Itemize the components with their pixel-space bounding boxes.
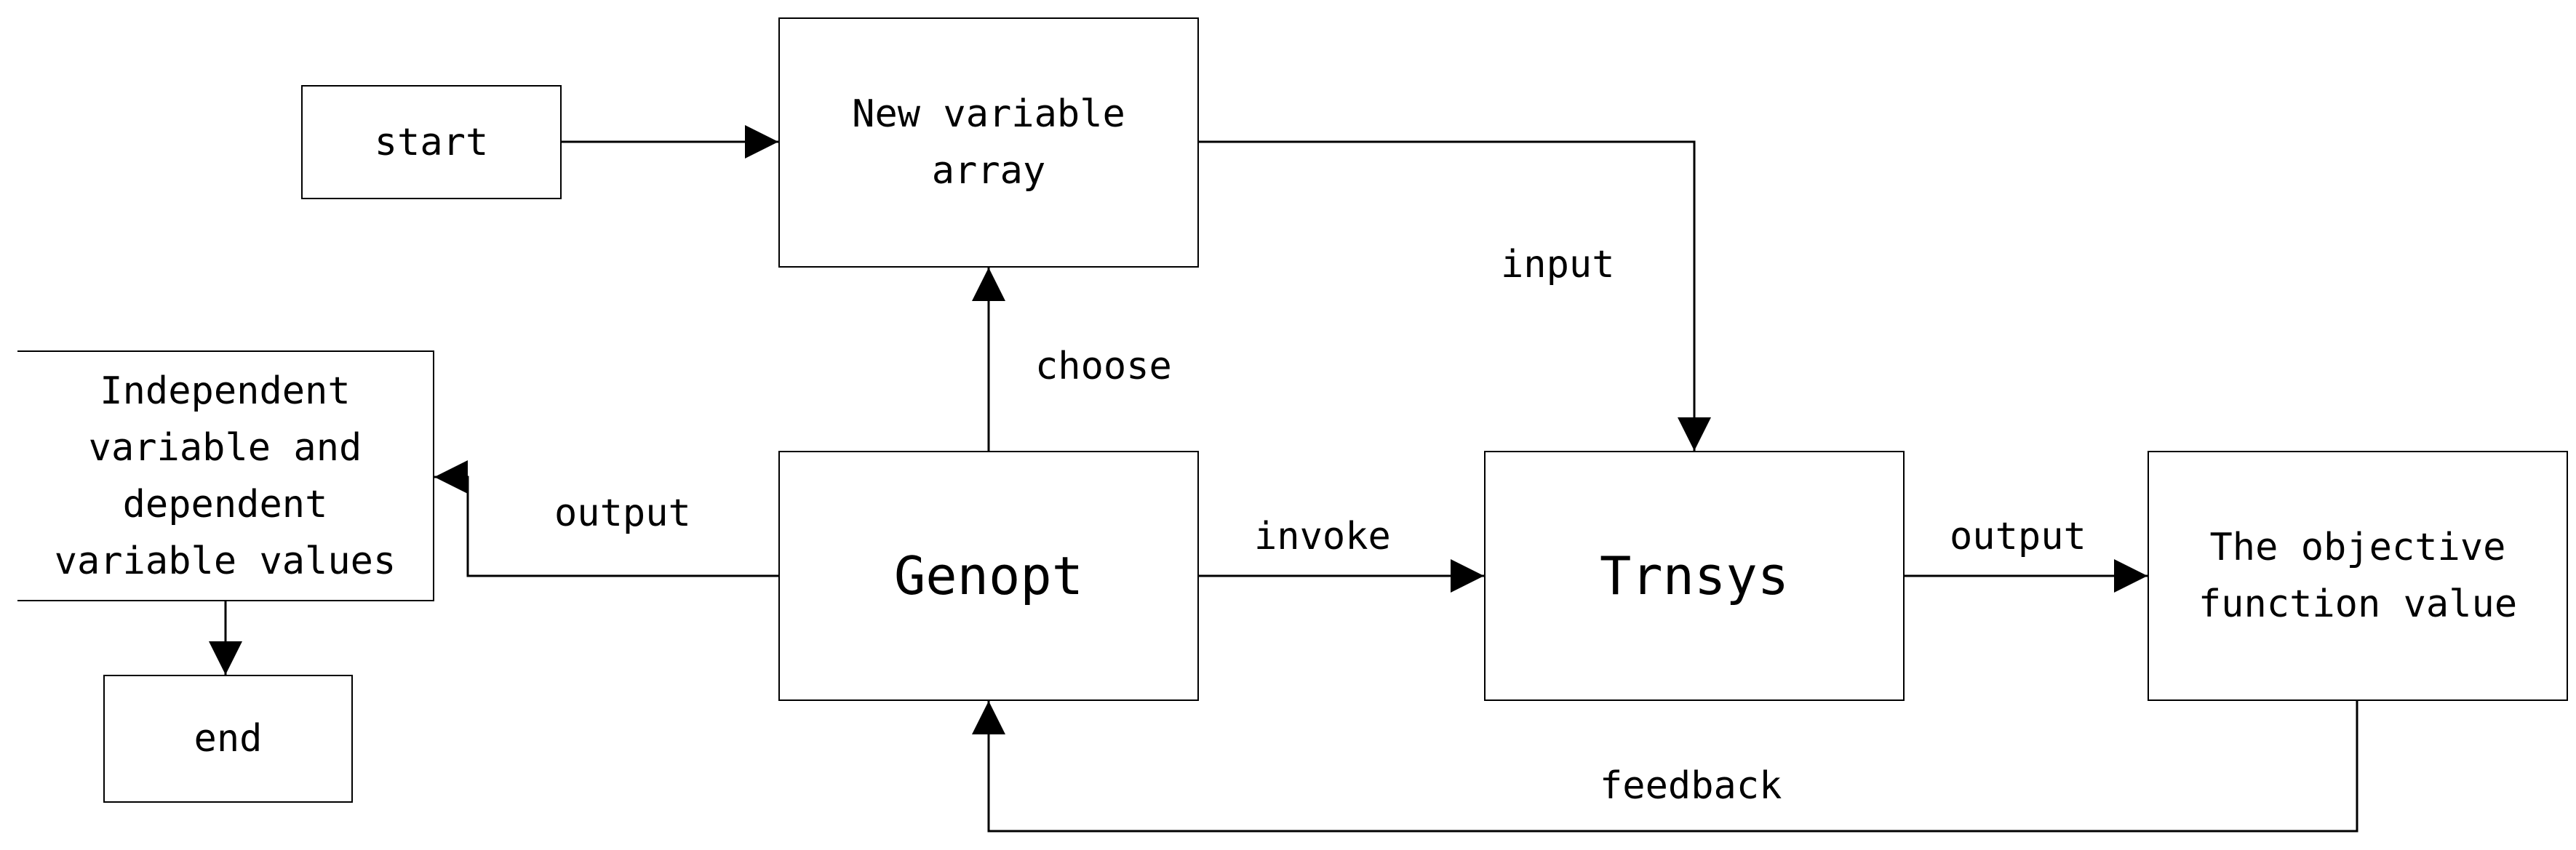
objective-value-label: The objective function value xyxy=(2198,526,2518,626)
new-variable-array-label: New variable array xyxy=(852,92,1125,193)
end-node-label: end xyxy=(194,717,263,761)
independent-values-node: Independent variable and dependent varia… xyxy=(17,350,434,601)
arrow-array-to-trnsys xyxy=(1199,140,1711,451)
trnsys-label: Trnsys xyxy=(1599,545,1790,606)
independent-values-label: Independent variable and dependent varia… xyxy=(54,369,396,583)
edge-label-output-right: output xyxy=(1950,515,2086,558)
genopt-node: Genopt xyxy=(778,451,1199,701)
edge-label-input: input xyxy=(1501,243,1615,286)
genopt-label: Genopt xyxy=(893,545,1084,606)
new-variable-array-node: New variable array xyxy=(778,17,1199,268)
start-node: start xyxy=(301,85,562,199)
start-node-label: start xyxy=(374,120,489,164)
end-node: end xyxy=(103,675,353,803)
objective-value-node: The objective function value xyxy=(2148,451,2568,701)
trnsys-node: Trnsys xyxy=(1484,451,1905,701)
arrow-feedback-to-genopt xyxy=(972,701,2358,833)
arrow-genopt-to-values xyxy=(434,460,778,577)
edge-label-invoke: invoke xyxy=(1254,515,1391,558)
edge-label-feedback: feedback xyxy=(1600,764,1782,808)
edge-label-output-left: output xyxy=(554,492,691,535)
edge-label-choose: choose xyxy=(1035,345,1172,388)
